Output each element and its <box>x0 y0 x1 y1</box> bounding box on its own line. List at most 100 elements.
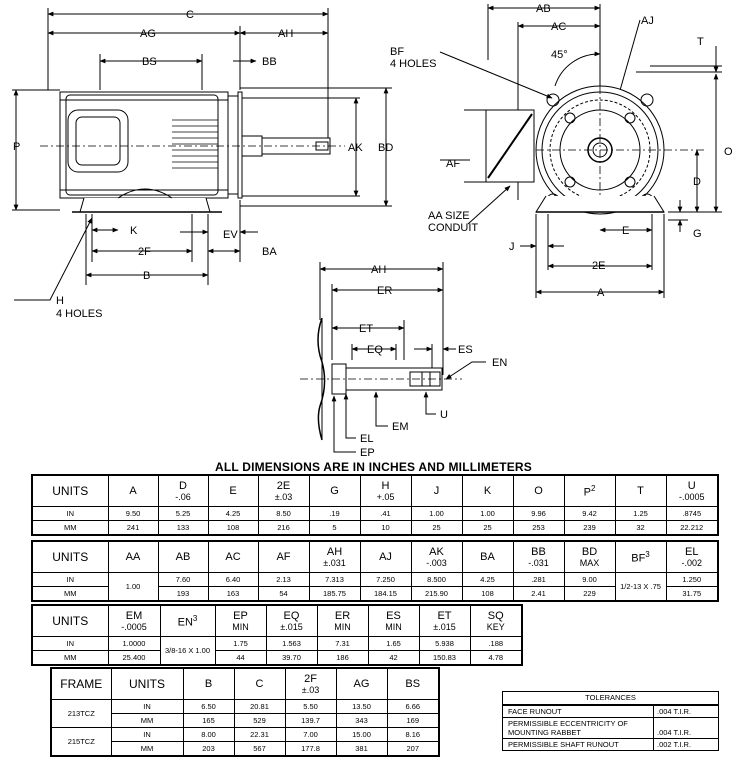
table-cell: .19 <box>308 506 361 521</box>
table-header: 2F±.03 <box>284 667 337 700</box>
table-cell: 22.31 <box>233 727 286 742</box>
dim-ag: AG <box>140 28 156 40</box>
table-cell: 15.00 <box>335 727 388 742</box>
dim-o: O <box>724 146 733 158</box>
table-cell: IN <box>110 699 184 714</box>
dim-ab: AB <box>536 3 551 15</box>
table-cell: 253 <box>512 520 565 536</box>
table-row: MM 193 163 54 185.75 184.15 215.90 108 2… <box>31 586 719 602</box>
dim-er: ER <box>377 285 392 297</box>
table-cell: 25 <box>461 520 514 536</box>
table-cell: 9.96 <box>512 506 565 521</box>
end-view <box>439 4 722 298</box>
dim-c: C <box>186 9 194 21</box>
table-cell: 2.41 <box>512 586 565 602</box>
table-header: AA <box>107 540 159 573</box>
table-header: BF3 <box>614 540 667 573</box>
table-cell: 39.70 <box>265 650 318 666</box>
frame-table: FRAME UNITS B C 2F±.03 AG BS 213TCZ IN 6… <box>50 667 440 757</box>
table-header: AG <box>335 667 388 700</box>
table-header: BB-.031 <box>512 540 565 573</box>
dim-ah: AH <box>278 28 293 40</box>
table-cell: 163 <box>207 586 259 602</box>
dim-bf-holes: 4 HOLES <box>390 58 436 70</box>
table-cell: 5.938 <box>418 636 471 651</box>
dim-e: E <box>622 225 629 237</box>
dim-bb: BB <box>262 56 277 68</box>
table-row: IN 1.0000 3/8-16 X 1.00 1.75 1.563 7.31 … <box>31 636 523 666</box>
dim-k: K <box>130 225 138 237</box>
table-cell: 5 <box>308 520 361 536</box>
dim-aa-conduit: CONDUIT <box>428 222 478 234</box>
table-header: A <box>107 474 159 507</box>
table-cell: IN <box>31 572 109 587</box>
dim-b: B <box>143 270 150 282</box>
table-cell: .8745 <box>665 506 719 521</box>
table-header: UNITS <box>31 604 109 637</box>
table-header: D-.06 <box>157 474 209 507</box>
table-header-row: UNITS A D-.06 E 2E±.03 G H+.05 J K O P2 … <box>31 474 719 507</box>
table-cell: 207 <box>386 741 440 757</box>
table-header: UNITS <box>31 540 109 573</box>
units-heading: ALL DIMENSIONS ARE IN INCHES AND MILLIME… <box>214 460 533 474</box>
table-row: MM 241 133 108 216 5 10 25 25 253 239 32… <box>31 520 719 536</box>
table-cell: 150.83 <box>418 650 471 666</box>
shaft-detail <box>300 262 486 453</box>
table-cell: .41 <box>359 506 412 521</box>
tolerance-value: .002 T.I.R. <box>653 739 718 750</box>
table-row: MM 25.400 44 39.70 186 42 150.83 4.78 <box>31 650 523 666</box>
table-cell: 177.8 <box>284 741 337 757</box>
tolerance-row: PERMISSIBLE SHAFT RUNOUT .002 T.I.R. <box>503 738 718 750</box>
table-header: 2E±.03 <box>257 474 310 507</box>
table-row: 213TCZ IN 6.50 20.81 5.50 13.50 6.66 <box>50 699 440 728</box>
table-cell: 1.00 <box>461 506 514 521</box>
table-header: AB <box>157 540 209 573</box>
table-header: BS <box>386 667 440 700</box>
table-cell: 8.50 <box>257 506 310 521</box>
table-header: EM-.0005 <box>107 604 161 637</box>
frame-name: 213TCZ <box>50 699 112 728</box>
table-cell: 529 <box>233 713 286 728</box>
dim-2f: 2F <box>138 246 151 258</box>
tolerances-box: TOLERANCES FACE RUNOUT .004 T.I.R. PERMI… <box>502 691 719 751</box>
table-cell: MM <box>110 741 184 757</box>
table-cell: 5.50 <box>284 699 337 714</box>
table-cell: 9.50 <box>107 506 159 521</box>
table-cell: 6.40 <box>207 572 259 587</box>
table-header: BA <box>461 540 514 573</box>
table-header: AH±.031 <box>308 540 361 573</box>
table-cell: 185.75 <box>308 586 361 602</box>
table-cell: MM <box>31 520 109 536</box>
table-cell: MM <box>31 650 109 666</box>
table-cell: 10 <box>359 520 412 536</box>
table-row: 215TCZ IN 8.00 22.31 7.00 15.00 8.16 <box>50 727 440 757</box>
table-cell: MM <box>110 713 184 728</box>
frame-name: 215TCZ <box>50 727 112 757</box>
table-cell: .188 <box>469 636 523 651</box>
table-row: MM 165 529 139.7 343 169 <box>51 713 440 728</box>
table-cell: 139.7 <box>284 713 337 728</box>
table-cell: 215.90 <box>410 586 463 602</box>
table-header: AC <box>207 540 259 573</box>
table-cell: 108 <box>461 586 514 602</box>
table-cell: 6.50 <box>182 699 235 714</box>
table-cell: 1.75 <box>214 636 267 651</box>
table-cell: 7.313 <box>308 572 361 587</box>
dim-ac: AC <box>551 21 566 33</box>
dim-h: H <box>56 295 64 307</box>
dim-p: P <box>13 141 20 153</box>
table-cell: .281 <box>512 572 565 587</box>
table-cell: 133 <box>157 520 209 536</box>
table-header: AF <box>257 540 310 573</box>
side-view <box>12 8 392 301</box>
dim-a: A <box>597 287 605 299</box>
table-cell: MM <box>31 586 109 602</box>
table-header-row: FRAME UNITS B C 2F±.03 AG BS <box>50 667 440 700</box>
table-header: ET±.015 <box>418 604 471 637</box>
tolerance-desc: PERMISSIBLE SHAFT RUNOUT <box>508 740 619 749</box>
table-row: IN 9.50 5.25 4.25 8.50 .19 .41 1.00 1.00… <box>31 506 719 521</box>
